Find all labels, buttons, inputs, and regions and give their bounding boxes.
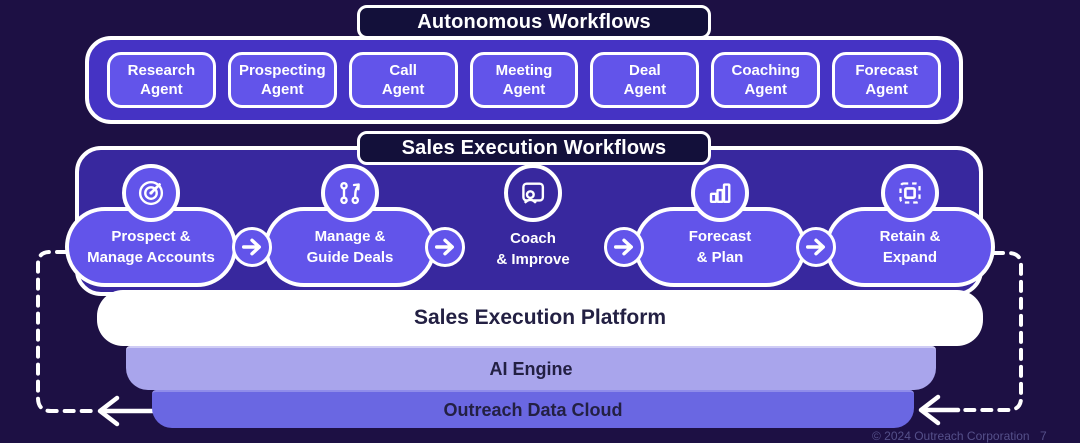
arrow-right-icon — [425, 227, 465, 267]
agent-label: Forecast — [855, 61, 918, 79]
agent-label: Agent — [140, 81, 183, 98]
branch-flow-icon — [321, 164, 379, 222]
sales-execution-workflows-title: Sales Execution Workflows — [357, 131, 711, 165]
agent-box-research: Research Agent — [107, 52, 216, 108]
ai-engine-label: AI Engine — [489, 358, 573, 379]
agent-box-deal: Deal Agent — [590, 52, 700, 108]
bar-chart-icon — [691, 164, 749, 222]
right-loop-dashed-line — [956, 251, 1023, 412]
page-number: 7 — [1040, 429, 1047, 443]
arrow-right-icon — [796, 227, 836, 267]
outreach-data-cloud-bar: Outreach Data Cloud — [152, 390, 914, 428]
ai-engine-bar: AI Engine — [126, 346, 936, 390]
agent-label: Deal — [629, 61, 661, 79]
agent-label: Prospecting — [238, 61, 326, 79]
copyright-text: © 2024 Outreach Corporation — [872, 429, 1030, 443]
arrow-right-icon — [604, 227, 644, 267]
left-loop-dashed-line — [36, 250, 96, 413]
stage-label: Prospect & — [111, 228, 191, 245]
expand-selection-icon — [881, 164, 939, 222]
stage-label: Expand — [882, 249, 938, 266]
left-loop-arrowhead — [97, 395, 120, 427]
agent-label: Agent — [502, 81, 546, 98]
right-loop-arrowhead — [918, 394, 941, 426]
agent-label: Agent — [381, 81, 425, 98]
agent-label: Coaching — [731, 61, 800, 79]
agent-box-meeting: Meeting Agent — [469, 52, 579, 108]
sales-execution-platform-bar: Sales Execution Platform — [97, 290, 983, 346]
stage-label: Coach — [510, 230, 556, 247]
coaching-screen-icon — [504, 164, 562, 222]
sales-execution-workflows-title-label: Sales Execution Workflows — [401, 136, 667, 159]
autonomous-workflows-container: Research Agent Prospecting Agent Call Ag… — [85, 36, 963, 124]
outreach-data-cloud-label: Outreach Data Cloud — [443, 399, 623, 420]
agent-box-prospecting: Prospecting Agent — [227, 52, 337, 108]
agent-box-call: Call Agent — [348, 52, 458, 108]
autonomous-workflows-title-label: Autonomous Workflows — [417, 10, 651, 33]
agent-label: Meeting — [495, 61, 553, 79]
agent-label: Agent — [261, 81, 304, 98]
agent-label: Agent — [623, 81, 667, 98]
target-gauge-icon — [122, 164, 180, 222]
agent-label: Agent — [744, 81, 787, 98]
arrow-right-icon — [232, 227, 272, 267]
stage-label: Guide Deals — [306, 249, 394, 266]
agent-box-forecast: Forecast Agent — [832, 52, 942, 108]
stage-label: Forecast — [688, 228, 752, 245]
agent-label: Research — [127, 61, 196, 79]
stage-label: Manage Accounts — [87, 249, 215, 266]
agent-box-coaching: Coaching Agent — [711, 52, 821, 108]
sales-execution-platform-label: Sales Execution Platform — [413, 306, 667, 329]
agent-label: Agent — [865, 81, 908, 98]
stage-label: & Plan — [696, 249, 744, 266]
stage-label: Manage & — [314, 228, 386, 245]
agent-label: Call — [389, 61, 417, 79]
stage-label: & Improve — [496, 251, 570, 268]
stage-label: Retain & — [879, 228, 941, 245]
stage-coach-improve: Coach & Improve — [453, 228, 613, 270]
stage-retain-expand: Retain & Expand — [825, 207, 995, 287]
autonomous-workflows-title: Autonomous Workflows — [357, 5, 711, 39]
